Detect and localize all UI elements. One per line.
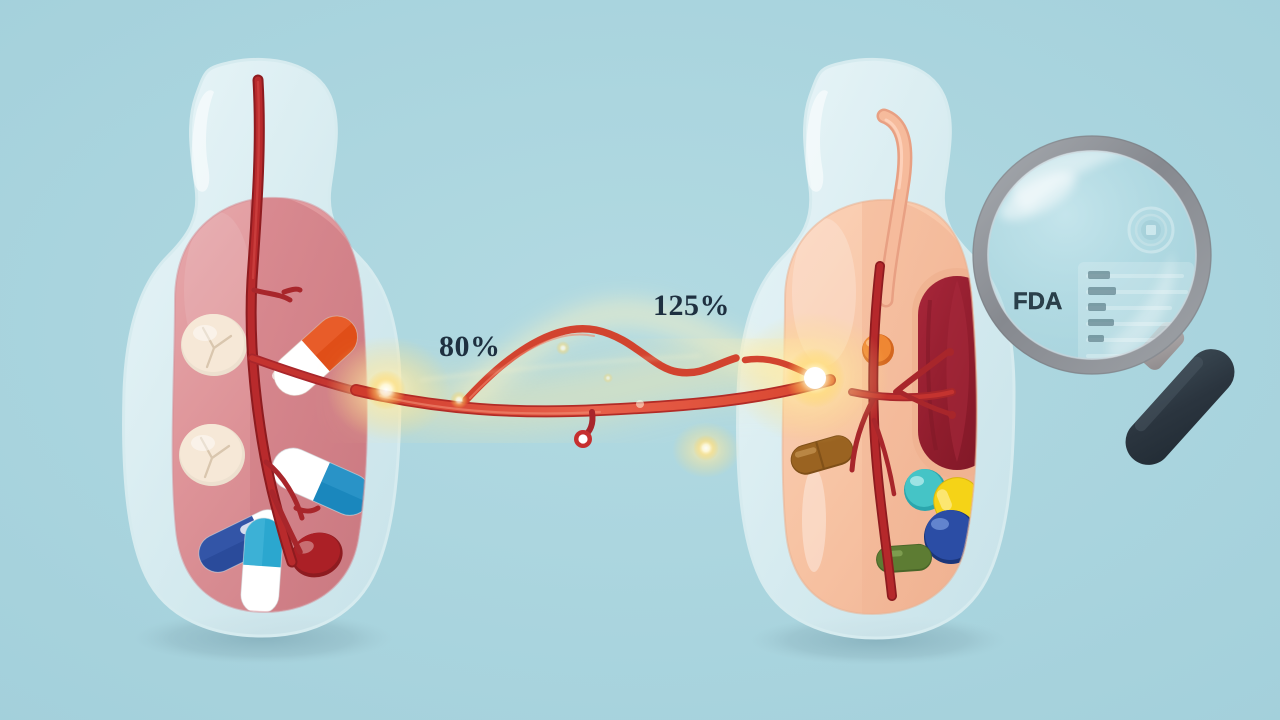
tablet-cream-upper: [181, 314, 247, 376]
capsule-brown: [790, 435, 854, 475]
magnifier-rim: [972, 135, 1212, 375]
handle-highlight: [1134, 356, 1204, 432]
magnifier-rim-outer: [972, 135, 1212, 375]
left-interior-outline: [171, 196, 368, 614]
connector-nodes: [366, 341, 845, 461]
fda-magnifier[interactable]: [972, 135, 1244, 474]
lens-glare-streak: [1000, 171, 1076, 221]
left-vessel-tree: [245, 74, 365, 568]
branch-node-ring: [574, 430, 592, 448]
upper-bound-label: 125%: [653, 289, 730, 322]
right-interior-outline: [781, 198, 978, 616]
right-esophagus: [876, 108, 913, 308]
sparkle-a: [450, 391, 468, 409]
right-shell-highlight: [805, 90, 828, 192]
tablet-cream-lower: [179, 424, 245, 486]
pill-teal-round: [904, 469, 946, 511]
sparkle-b: [556, 341, 570, 355]
capsule-cyan-white: [240, 517, 284, 612]
light-streak: [419, 354, 701, 382]
sparkle-d: [693, 435, 719, 461]
glow-node-right: [804, 367, 826, 389]
capsule-white-blue: [271, 447, 367, 516]
sparkle-c: [603, 373, 613, 383]
magnifier-rim-inner: [987, 150, 1197, 360]
glow-node-left: [366, 370, 406, 410]
bioequivalence-vessel-link: [350, 325, 836, 448]
sparkle-e: [636, 400, 644, 408]
approval-seal: [1127, 206, 1175, 254]
lens-glare-bottom: [1107, 250, 1175, 361]
left-shell-highlight: [191, 90, 214, 192]
left-pill-group: [179, 314, 367, 612]
pill-darkred-oval: [291, 532, 343, 578]
lower-bound-label: 80%: [439, 330, 501, 363]
fda-label: FDA: [1013, 288, 1063, 315]
